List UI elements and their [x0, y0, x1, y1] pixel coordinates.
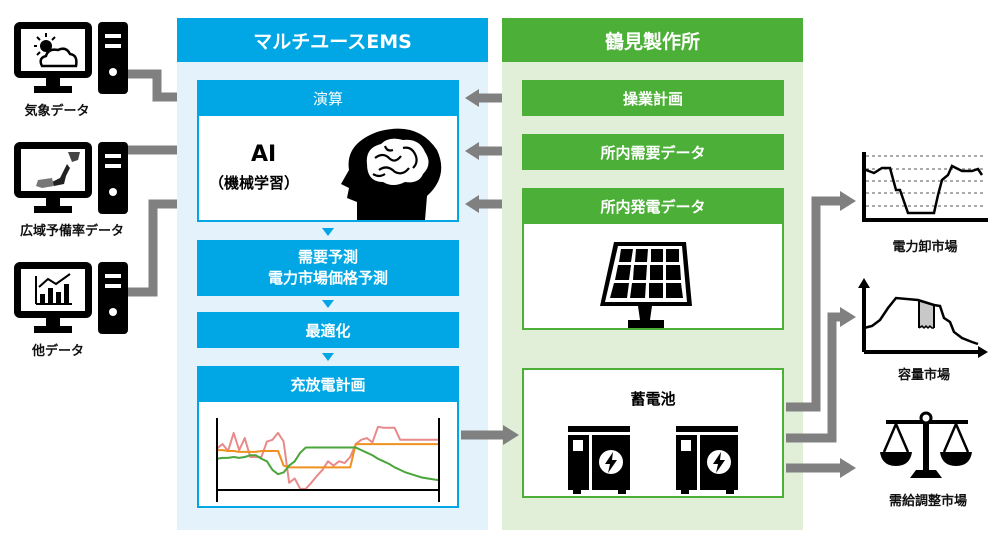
connector-wholesale — [786, 196, 842, 412]
source-label: 他データ — [31, 344, 84, 359]
demand-data-box: 所内需要データ — [522, 134, 784, 170]
source-label: 広域予備率データ — [19, 224, 124, 239]
market-wholesale: 電力卸市場 — [858, 150, 998, 260]
market-balancing: 需給調整市場 — [858, 400, 998, 520]
market-label: 電力卸市場 — [892, 240, 958, 255]
source-label: 気象データ — [24, 104, 90, 119]
optimize-box: 最適化 — [197, 312, 459, 348]
battery-label: 蓄電池 — [630, 390, 676, 408]
source-connectors — [128, 69, 195, 297]
capacity-curve-icon — [858, 278, 988, 358]
arrow-head — [465, 142, 479, 160]
ops-plan-box: 操業計画 — [522, 80, 784, 116]
arrow-head — [840, 191, 856, 211]
brain-head-icon — [341, 128, 442, 220]
flow-arrow-down — [322, 300, 334, 308]
market-label: 需給調整市場 — [888, 494, 967, 509]
schedule-chart-box — [197, 400, 459, 508]
forecast-box: 需要予測 電力市場価格予測 — [197, 240, 459, 296]
ai-title: AI — [251, 142, 277, 167]
arrow-head — [465, 195, 479, 213]
solar-panel-icon — [600, 242, 692, 328]
flow-arrow-down — [322, 228, 334, 236]
ai-box: AI （機械学習） — [197, 114, 459, 222]
source-weather: 気象データ — [8, 20, 138, 130]
generation-data-header: 所内発電データ — [522, 188, 784, 224]
schedule-chart — [216, 418, 440, 502]
arrow-head — [465, 89, 479, 107]
source-reserve-margin: 広域予備率データ — [8, 140, 148, 240]
compute-header: 演算 — [197, 80, 459, 116]
japan-map-computer-icon — [14, 142, 128, 214]
ems-title: マルチユースEMS — [177, 18, 488, 62]
battery-unit-icon — [676, 426, 738, 494]
connector-capacity — [786, 312, 842, 443]
series-line-demand — [216, 446, 440, 482]
battery-box: 蓄電池 — [522, 368, 784, 498]
connector-other — [128, 199, 183, 297]
weather-computer-icon — [14, 22, 128, 94]
series-line-price — [216, 425, 439, 490]
wholesale-price-chart-icon — [862, 152, 988, 222]
ai-subtitle: （機械学習） — [209, 174, 300, 192]
market-capacity: 容量市場 — [858, 278, 998, 388]
arrow-head — [503, 425, 519, 445]
arrow-head — [840, 458, 856, 478]
chart-computer-icon — [14, 262, 128, 334]
plant-title: 鶴見製作所 — [502, 18, 803, 62]
solar-box — [522, 222, 784, 330]
forecast-line2: 電力市場価格予測 — [267, 269, 388, 287]
schedule-header: 充放電計画 — [197, 366, 459, 402]
battery-unit-icon — [568, 426, 630, 494]
flow-arrow-down — [322, 353, 334, 361]
connector-weather — [128, 69, 183, 102]
ems-to-battery-connector — [461, 425, 519, 445]
forecast-line1: 需要予測 — [297, 248, 358, 266]
arrow-head — [840, 307, 856, 327]
balance-scale-icon — [880, 411, 972, 478]
market-label: 容量市場 — [897, 368, 950, 383]
series-line-plan — [217, 443, 439, 469]
source-other: 他データ — [8, 260, 138, 360]
battery-to-market-connectors — [786, 191, 856, 478]
